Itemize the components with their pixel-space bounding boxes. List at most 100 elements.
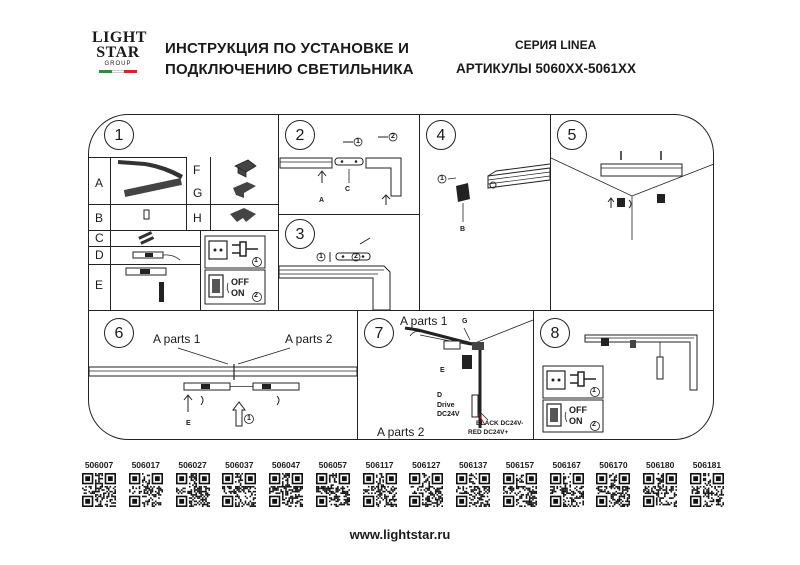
qr-code-icon[interactable] bbox=[549, 473, 584, 507]
article-number: 506037 bbox=[225, 460, 254, 470]
article-number: 506157 bbox=[505, 460, 535, 470]
step-8-off: OFF bbox=[569, 405, 587, 415]
step-7-dc: DC24V bbox=[437, 411, 460, 418]
step-6-label-e: E bbox=[186, 420, 191, 427]
article-code-item: 506127 bbox=[405, 460, 447, 512]
straight-profile-icon bbox=[123, 178, 182, 197]
curved-profile-icon bbox=[118, 160, 183, 179]
article-code-item: 506157 bbox=[499, 460, 541, 512]
grid-line bbox=[357, 310, 359, 440]
grid-line bbox=[278, 114, 280, 310]
step-4-label-b: B bbox=[460, 226, 466, 233]
qr-code-icon[interactable] bbox=[128, 473, 163, 507]
row-label-a: A bbox=[95, 176, 104, 190]
step-7-red: RED DC24V+ bbox=[468, 429, 509, 436]
step-7-drive: Drive bbox=[437, 402, 455, 409]
step-8-number: 8 bbox=[540, 318, 570, 348]
article-number: 506117 bbox=[365, 460, 394, 470]
qr-code-icon[interactable] bbox=[502, 473, 537, 507]
table-line bbox=[88, 246, 200, 247]
step-7-parts2: A parts 2 bbox=[377, 425, 425, 439]
article-number: 506047 bbox=[271, 460, 301, 470]
qr-code-icon[interactable] bbox=[596, 473, 631, 507]
article-code-item: 506007 bbox=[78, 460, 120, 512]
article-number: 506181 bbox=[692, 460, 722, 470]
step-2-number: 2 bbox=[285, 120, 315, 150]
article-number: 506167 bbox=[552, 460, 581, 470]
qr-code-icon[interactable] bbox=[409, 473, 444, 507]
grid-line bbox=[533, 310, 535, 440]
qr-code-icon[interactable] bbox=[222, 473, 257, 507]
article-code-item: 506017 bbox=[125, 460, 167, 512]
series-label: СЕРИЯ LINEA bbox=[515, 38, 597, 52]
step-4-number: 4 bbox=[426, 120, 456, 150]
article-number: 506127 bbox=[412, 460, 441, 470]
step-8-circle-1: 1 bbox=[592, 387, 596, 394]
plug-icon bbox=[570, 371, 596, 387]
row-label-c: C bbox=[95, 231, 104, 245]
qr-code-icon[interactable] bbox=[175, 473, 210, 507]
plug-icon bbox=[232, 241, 258, 257]
step-6-circle-1: 1 bbox=[247, 415, 251, 422]
article-code-item: 506057 bbox=[312, 460, 354, 512]
qr-code-icon[interactable] bbox=[82, 473, 116, 507]
step-7-label-e: E bbox=[440, 367, 445, 374]
article-codes: 506007 506017 506027 506037 506047 506057 5061… bbox=[78, 460, 728, 512]
qr-code-icon[interactable] bbox=[456, 473, 491, 507]
website-link[interactable]: www.lightstar.ru bbox=[349, 527, 451, 542]
step-7-parts1: A parts 1 bbox=[400, 314, 448, 328]
step-3-circle-2: 2 bbox=[354, 253, 358, 260]
grid-line bbox=[550, 114, 552, 310]
step-5-number: 5 bbox=[557, 120, 587, 150]
grid-line bbox=[278, 214, 419, 216]
step-1-circle-2: 2 bbox=[254, 292, 258, 299]
logo-line2: STAR bbox=[96, 44, 140, 61]
row-label-h: H bbox=[193, 211, 202, 225]
step-6-number: 6 bbox=[104, 318, 134, 348]
article-number: 506017 bbox=[131, 460, 160, 470]
table-line bbox=[88, 204, 278, 205]
instruction-frame bbox=[88, 114, 714, 440]
qr-code-icon[interactable] bbox=[362, 473, 397, 507]
step-3-number: 3 bbox=[285, 219, 315, 249]
socket-icon bbox=[546, 370, 566, 390]
step-3-circle-1: 1 bbox=[319, 253, 323, 260]
article-code-item: 506180 bbox=[639, 460, 681, 512]
row-label-e: E bbox=[95, 278, 104, 292]
table-line bbox=[88, 264, 200, 265]
article-code-item: 506047 bbox=[265, 460, 307, 512]
article-code-item: 506167 bbox=[546, 460, 588, 512]
article-number: 506180 bbox=[646, 460, 675, 470]
corner-f-icon bbox=[234, 159, 257, 178]
step-1-off: OFF bbox=[231, 277, 249, 287]
table-line bbox=[210, 157, 211, 230]
article-code-item: 506137 bbox=[452, 460, 494, 512]
grid-line bbox=[88, 310, 714, 312]
article-code-item: 506181 bbox=[686, 460, 728, 512]
step-8-circle-2: 2 bbox=[592, 421, 596, 428]
article-number: 506027 bbox=[178, 460, 207, 470]
connector-b-icon bbox=[456, 183, 470, 202]
row-label-d: D bbox=[95, 248, 104, 262]
qr-code-icon[interactable] bbox=[643, 473, 678, 507]
articles-label: АРТИКУЛЫ 5060XX-5061XX bbox=[456, 61, 637, 76]
article-code-item: 506170 bbox=[592, 460, 634, 512]
corner-h-icon bbox=[230, 208, 256, 222]
step-2-circle-1: 1 bbox=[356, 138, 360, 145]
logo-line1: LIGHT bbox=[92, 29, 147, 46]
step-6-parts1: A parts 1 bbox=[153, 332, 201, 346]
qr-code-icon[interactable] bbox=[269, 473, 304, 507]
qr-code-icon[interactable] bbox=[315, 473, 350, 507]
step-1-on: ON bbox=[231, 288, 245, 298]
row-label-g: G bbox=[193, 186, 203, 200]
step-7-label-g: G bbox=[462, 318, 468, 325]
brand-logo: LIGHT STAR GROUP bbox=[92, 29, 147, 88]
step-2-label-a: A bbox=[319, 197, 325, 204]
qr-code-icon[interactable] bbox=[689, 473, 724, 507]
step-2-circle-2: 2 bbox=[391, 133, 395, 140]
